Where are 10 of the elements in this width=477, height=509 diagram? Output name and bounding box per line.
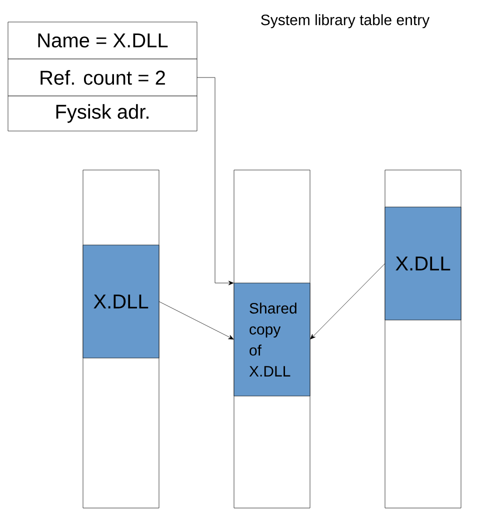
arrow bbox=[158, 301, 234, 340]
memory-block: X.DLL bbox=[384, 206, 462, 320]
memory-block: X.DLL bbox=[82, 244, 160, 358]
arrow bbox=[310, 263, 386, 340]
table-row: Name = X.DLL bbox=[8, 22, 198, 60]
memory-block: Shared copy of X.DLL bbox=[234, 282, 310, 396]
table-row: Ref. count = 2 bbox=[8, 58, 198, 96]
arrow bbox=[196, 77, 234, 286]
heading-label: System library table entry bbox=[261, 14, 430, 28]
table-row: Fysisk adr. bbox=[8, 96, 198, 132]
